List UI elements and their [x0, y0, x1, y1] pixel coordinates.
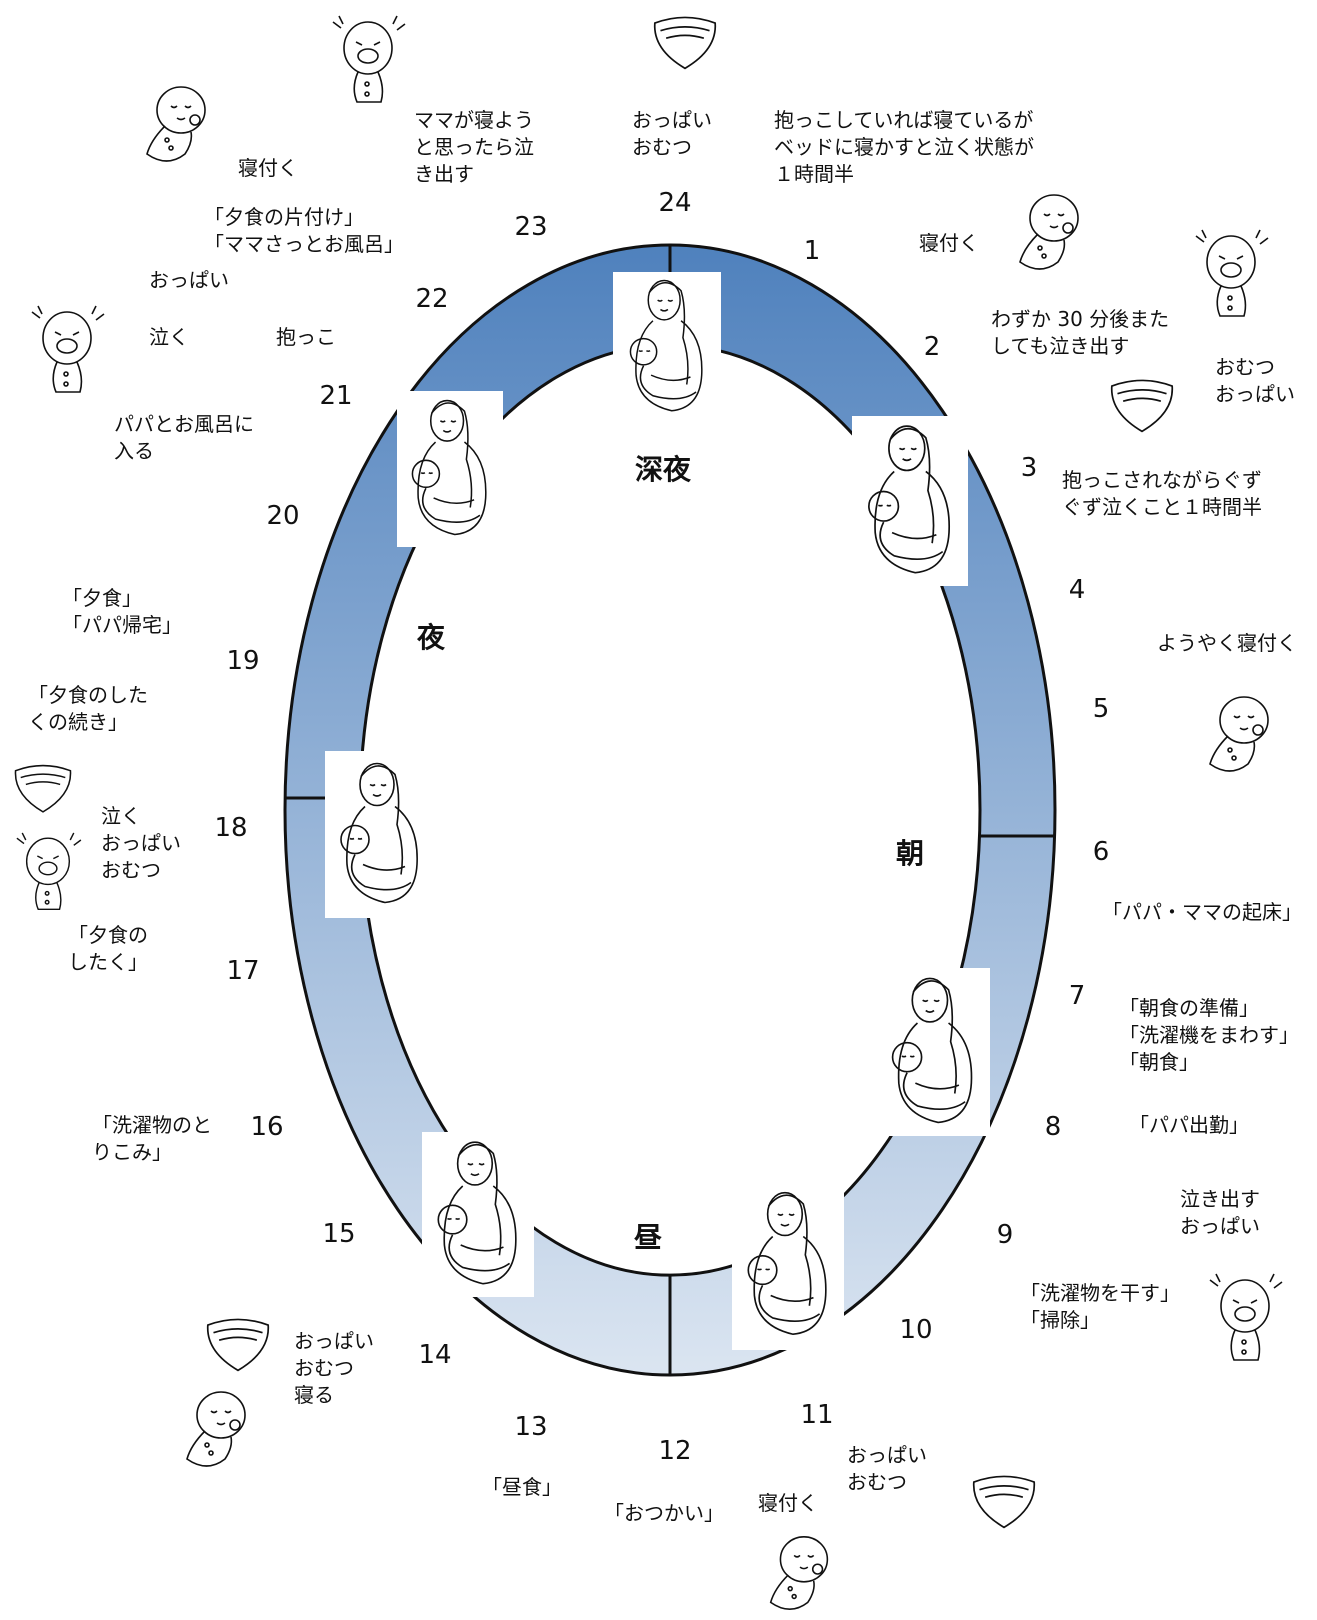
sleeping-baby-icon: [1010, 188, 1090, 278]
mother-baby-panel-21: [397, 391, 503, 547]
period-night: 夜: [416, 621, 446, 654]
hour-21: 21: [319, 381, 353, 411]
note-23c: ママが寝よう と思ったら泣 き出す: [414, 108, 534, 186]
nursing-mother-icon: [876, 968, 990, 1136]
hour-24: 24: [658, 188, 692, 218]
note-11: おっぱい おむつ: [847, 1443, 927, 1494]
note-19a: 「夕食」 「パパ帰宅」: [62, 586, 182, 637]
hour-12: 12: [658, 1436, 692, 1466]
sleeping-baby-icon: [760, 1530, 840, 1618]
hour-22: 22: [415, 284, 449, 314]
period-daytime: 昼: [633, 1221, 663, 1254]
note-16: 「洗濯物のと りこみ」: [92, 1113, 212, 1164]
hour-16: 16: [250, 1112, 284, 1142]
hour-1: 1: [803, 236, 821, 266]
note-3: 抱っこされながらぐず ぐず泣くこと１時間半: [1062, 468, 1262, 519]
sleeping-baby-icon: [177, 1385, 257, 1475]
crying-baby-icon: [8, 826, 88, 918]
note-21c: 抱っこ: [276, 325, 336, 349]
note-2b: おむつ おっぱい: [1215, 355, 1295, 406]
note-23b: 「夕食の片付け」 「ママさっとお風呂」: [204, 205, 404, 256]
mother-baby-panel-7: [876, 968, 990, 1136]
nursing-mother-icon: [325, 751, 435, 918]
hour-9: 9: [996, 1220, 1014, 1250]
hour-2: 2: [923, 332, 941, 362]
sleeping-baby-icon: [1200, 690, 1280, 780]
note-17: 「夕食の したく」: [68, 923, 148, 974]
note-23a: 寝付く: [238, 156, 298, 180]
note-9a: 泣き出す おっぱい: [1180, 1187, 1260, 1238]
crying-baby-icon: [323, 10, 413, 110]
hour-4: 4: [1068, 575, 1086, 605]
crying-baby-icon: [22, 300, 112, 400]
mother-baby-panel-3: [852, 416, 968, 586]
crying-baby-icon: [1200, 1268, 1290, 1368]
mother-baby-panel-24: [613, 272, 721, 422]
hour-5: 5: [1092, 694, 1110, 724]
note-11b: 寝付く: [758, 1491, 818, 1515]
hour-20: 20: [266, 501, 300, 531]
diaper-icon: [1104, 371, 1180, 437]
sleeping-baby-icon: [137, 80, 217, 170]
note-24-long: 抱っこしていれば寝ているが ベッドに寝かすと泣く状態が １時間半: [774, 108, 1034, 186]
hour-7: 7: [1068, 981, 1086, 1011]
period-morning: 朝: [895, 837, 925, 870]
hour-14: 14: [418, 1340, 452, 1370]
note-18: 泣く おっぱい おむつ: [101, 804, 181, 882]
note-13: 「昼食」: [482, 1475, 562, 1499]
note-24-feed: おっぱい おむつ: [632, 108, 712, 159]
diaper-icon: [647, 8, 723, 74]
hour-6: 6: [1092, 837, 1110, 867]
note-2: わずか 30 分後また しても泣き出す: [991, 307, 1170, 358]
hour-17: 17: [226, 956, 260, 986]
hour-8: 8: [1044, 1112, 1062, 1142]
hour-19: 19: [226, 646, 260, 676]
note-21b: 泣く: [149, 325, 189, 349]
nursing-mother-icon: [852, 416, 968, 586]
hour-15: 15: [322, 1219, 356, 1249]
note-5: ようやく寝付く: [1157, 631, 1297, 655]
note-12: 「おつかい」: [604, 1501, 724, 1525]
hour-11: 11: [800, 1400, 834, 1430]
hour-23: 23: [514, 212, 548, 242]
hour-18: 18: [214, 813, 248, 843]
nursing-mother-icon: [422, 1132, 534, 1297]
note-9b: 「洗濯物を干す」 「掃除」: [1020, 1281, 1180, 1332]
note-14: おっぱい おむつ 寝る: [294, 1329, 374, 1407]
diaper-icon: [8, 757, 78, 817]
mother-baby-panel-15: [422, 1132, 534, 1297]
note-19b: 「夕食のした くの続き」: [28, 683, 148, 734]
hour-10: 10: [899, 1315, 933, 1345]
nursing-mother-icon: [732, 1180, 844, 1350]
hour-13: 13: [514, 1412, 548, 1442]
note-7: 「朝食の準備」 「洗濯機をまわす」 「朝食」: [1119, 996, 1299, 1074]
diaper-icon: [966, 1467, 1042, 1533]
diaper-icon: [200, 1310, 276, 1376]
note-1: 寝付く: [919, 231, 979, 255]
nursing-mother-icon: [397, 391, 503, 547]
note-21: パパとお風呂に 入る: [114, 412, 254, 463]
mother-baby-panel-10: [732, 1180, 844, 1350]
nursing-mother-icon: [613, 272, 721, 422]
period-late-night: 深夜: [634, 453, 692, 486]
hour-3: 3: [1020, 453, 1038, 483]
note-8: 「パパ出勤」: [1129, 1113, 1249, 1137]
crying-baby-icon: [1186, 224, 1276, 324]
note-6: 「パパ・ママの起床」: [1102, 900, 1302, 924]
note-22: おっぱい: [149, 268, 229, 292]
mother-baby-panel-18: [325, 751, 435, 918]
